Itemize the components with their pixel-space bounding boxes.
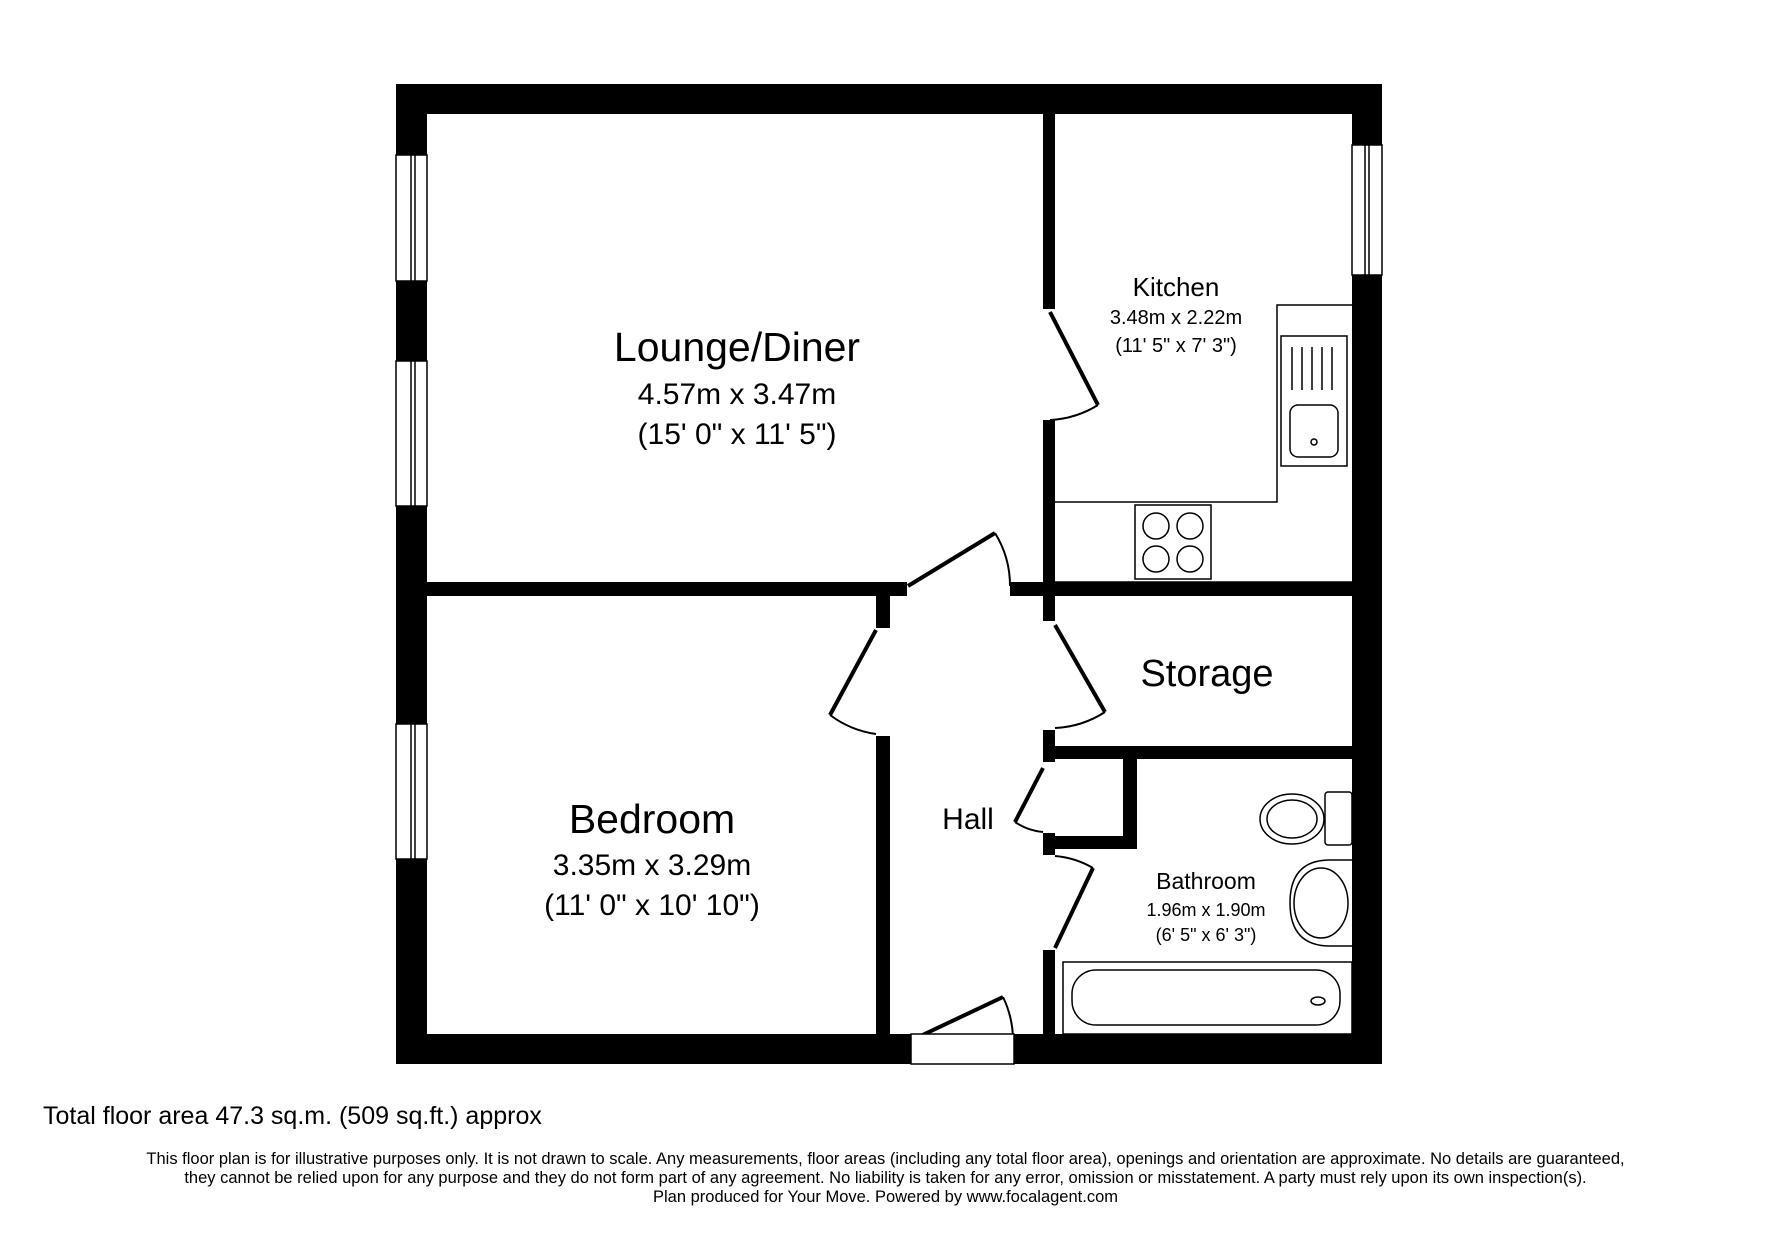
door-entrance bbox=[910, 995, 1015, 1065]
kitchen-fixtures bbox=[1055, 304, 1352, 583]
bathtub-icon bbox=[1062, 961, 1353, 1035]
hall-name: Hall bbox=[942, 803, 994, 836]
window-lounge-lower bbox=[395, 360, 428, 507]
sink-icon bbox=[1280, 335, 1348, 467]
windows bbox=[395, 144, 1383, 860]
bedroom-imperial: (11' 0" x 10' 10") bbox=[544, 889, 760, 922]
door-storage bbox=[1053, 624, 1107, 729]
door-bathroom bbox=[1053, 855, 1095, 949]
toilet-icon bbox=[1259, 791, 1353, 846]
lounge-imperial: (15' 0" x 11' 5") bbox=[638, 418, 837, 451]
interior-walls bbox=[427, 114, 1352, 1034]
window-bedroom bbox=[395, 723, 428, 860]
bedroom-name: Bedroom bbox=[569, 796, 735, 842]
bathroom-fixtures bbox=[1062, 791, 1353, 1035]
door-lounge bbox=[906, 531, 1012, 588]
lounge-name: Lounge/Diner bbox=[614, 324, 860, 370]
disclaimer-line: they cannot be relied upon for any purpo… bbox=[184, 1169, 1587, 1187]
bathroom-imperial: (6' 5" x 6' 3") bbox=[1156, 925, 1257, 945]
basin-icon bbox=[1289, 859, 1352, 947]
bathroom-metric: 1.96m x 1.90m bbox=[1146, 900, 1265, 920]
door-kitchen bbox=[1048, 311, 1100, 421]
door-bedroom bbox=[828, 629, 878, 735]
window-kitchen bbox=[1351, 144, 1383, 276]
lounge-metric: 4.57m x 3.47m bbox=[638, 378, 836, 411]
room-labels: Lounge/Diner 4.57m x 3.47m (15' 0" x 11'… bbox=[544, 272, 1273, 945]
total-floor-area: Total floor area 47.3 sq.m. (509 sq.ft.)… bbox=[43, 1102, 542, 1130]
kitchen-metric: 3.48m x 2.22m bbox=[1110, 307, 1242, 329]
disclaimer: This floor plan is for illustrative purp… bbox=[0, 1150, 1771, 1207]
kitchen-name: Kitchen bbox=[1133, 272, 1220, 302]
door-cupboard bbox=[1013, 767, 1045, 833]
hob-icon bbox=[1134, 504, 1212, 580]
doors bbox=[828, 311, 1107, 1065]
window-lounge-upper bbox=[395, 154, 428, 282]
kitchen-imperial: (11' 5" x 7' 3") bbox=[1115, 335, 1237, 357]
storage-name: Storage bbox=[1140, 653, 1273, 695]
disclaimer-line: Plan produced for Your Move. Powered by … bbox=[652, 1188, 1118, 1206]
disclaimer-line: This floor plan is for illustrative purp… bbox=[146, 1150, 1625, 1168]
bathroom-name: Bathroom bbox=[1156, 868, 1256, 894]
bedroom-metric: 3.35m x 3.29m bbox=[553, 849, 751, 882]
kitchen-worktop bbox=[1055, 304, 1352, 583]
